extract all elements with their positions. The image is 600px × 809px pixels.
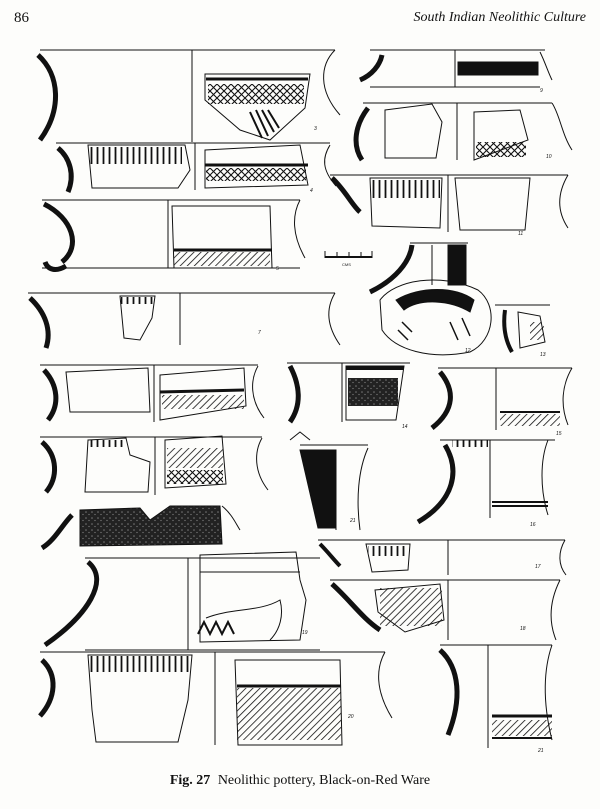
svg-text:16: 16 bbox=[530, 522, 536, 528]
sherd-4: 4 bbox=[56, 142, 337, 194]
svg-text:20: 20 bbox=[347, 714, 354, 720]
scale-bar: CMS bbox=[324, 251, 373, 267]
svg-text:7: 7 bbox=[258, 330, 261, 336]
sherd-10: 9 bbox=[358, 49, 553, 94]
sherd-15: 14 bbox=[287, 362, 410, 430]
figure-caption: Fig. 27 Neolithic pottery, Black-on-Red … bbox=[0, 773, 600, 789]
svg-text:3: 3 bbox=[314, 126, 317, 132]
sherd-20: 21 bbox=[438, 644, 553, 754]
svg-text:12: 12 bbox=[465, 348, 471, 354]
sherd-17: 16 bbox=[416, 439, 555, 528]
svg-text:14: 14 bbox=[402, 424, 408, 430]
pottery-plate-illustration: 3 9 10 bbox=[28, 49, 573, 754]
svg-text:9: 9 bbox=[540, 88, 543, 94]
sherd-9: 20 bbox=[38, 651, 393, 746]
svg-text:5: 5 bbox=[276, 266, 279, 272]
svg-text:10: 10 bbox=[546, 154, 552, 160]
svg-text:15: 15 bbox=[556, 431, 562, 437]
sherd-3: 3 bbox=[36, 49, 341, 142]
svg-text:18: 18 bbox=[520, 626, 526, 632]
sherd-5: 5 bbox=[42, 199, 306, 272]
page-number: 86 bbox=[14, 10, 29, 26]
sherd-19: 18 bbox=[330, 579, 561, 641]
svg-text:21: 21 bbox=[349, 518, 356, 524]
svg-text:13: 13 bbox=[540, 352, 546, 358]
sherd-16: 15 bbox=[430, 367, 573, 437]
sherd-21: 21 bbox=[289, 431, 369, 531]
sherd-8: 19 bbox=[43, 551, 320, 651]
svg-text:4: 4 bbox=[310, 188, 313, 194]
svg-text:17: 17 bbox=[535, 564, 541, 570]
sherd-11: 10 bbox=[353, 102, 573, 162]
svg-text:19: 19 bbox=[302, 630, 308, 636]
sherd-12: 11 bbox=[330, 174, 569, 237]
running-title: South Indian Neolithic Culture bbox=[413, 10, 586, 25]
sherd-row7-left bbox=[40, 505, 241, 551]
sherd-13: 12 bbox=[368, 242, 492, 356]
sherd-row6-left bbox=[40, 435, 269, 495]
figure-caption-text: Neolithic pottery, Black-on-Red Ware bbox=[217, 773, 431, 788]
sherd-18: 17 bbox=[318, 539, 567, 576]
sherd-14: 13 bbox=[495, 304, 550, 358]
svg-text:21: 21 bbox=[537, 748, 544, 754]
svg-text:11: 11 bbox=[518, 231, 523, 237]
scale-label: CMS bbox=[342, 262, 351, 267]
sherd-7: 7 bbox=[28, 292, 341, 349]
figure-label: Fig. 27 bbox=[169, 773, 211, 788]
sherd-row5-left bbox=[40, 364, 265, 422]
